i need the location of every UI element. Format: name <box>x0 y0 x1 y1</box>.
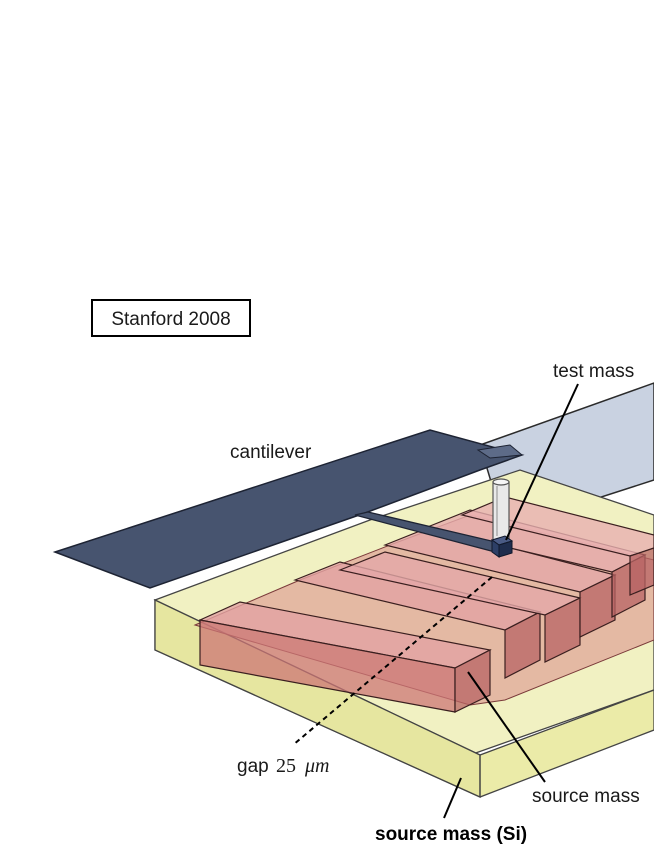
cantilever <box>52 429 525 589</box>
gap-unit: μm <box>304 755 329 777</box>
test-mass <box>490 478 514 558</box>
source-mass-label: source mass <box>532 786 640 807</box>
gap-value: 25 <box>276 755 296 777</box>
test-mass-label: test mass <box>553 361 634 382</box>
leader-lines <box>292 383 579 819</box>
title-box: Stanford 2008 <box>91 299 251 337</box>
gap-label: gap 25 μm <box>237 755 329 777</box>
source-mass-si-label: source mass (Si) <box>375 824 527 845</box>
gap-prefix: gap <box>237 756 269 777</box>
cantilever-label: cantilever <box>230 442 312 463</box>
title-text: Stanford 2008 <box>111 309 230 330</box>
source-mass-ribs <box>193 496 654 713</box>
